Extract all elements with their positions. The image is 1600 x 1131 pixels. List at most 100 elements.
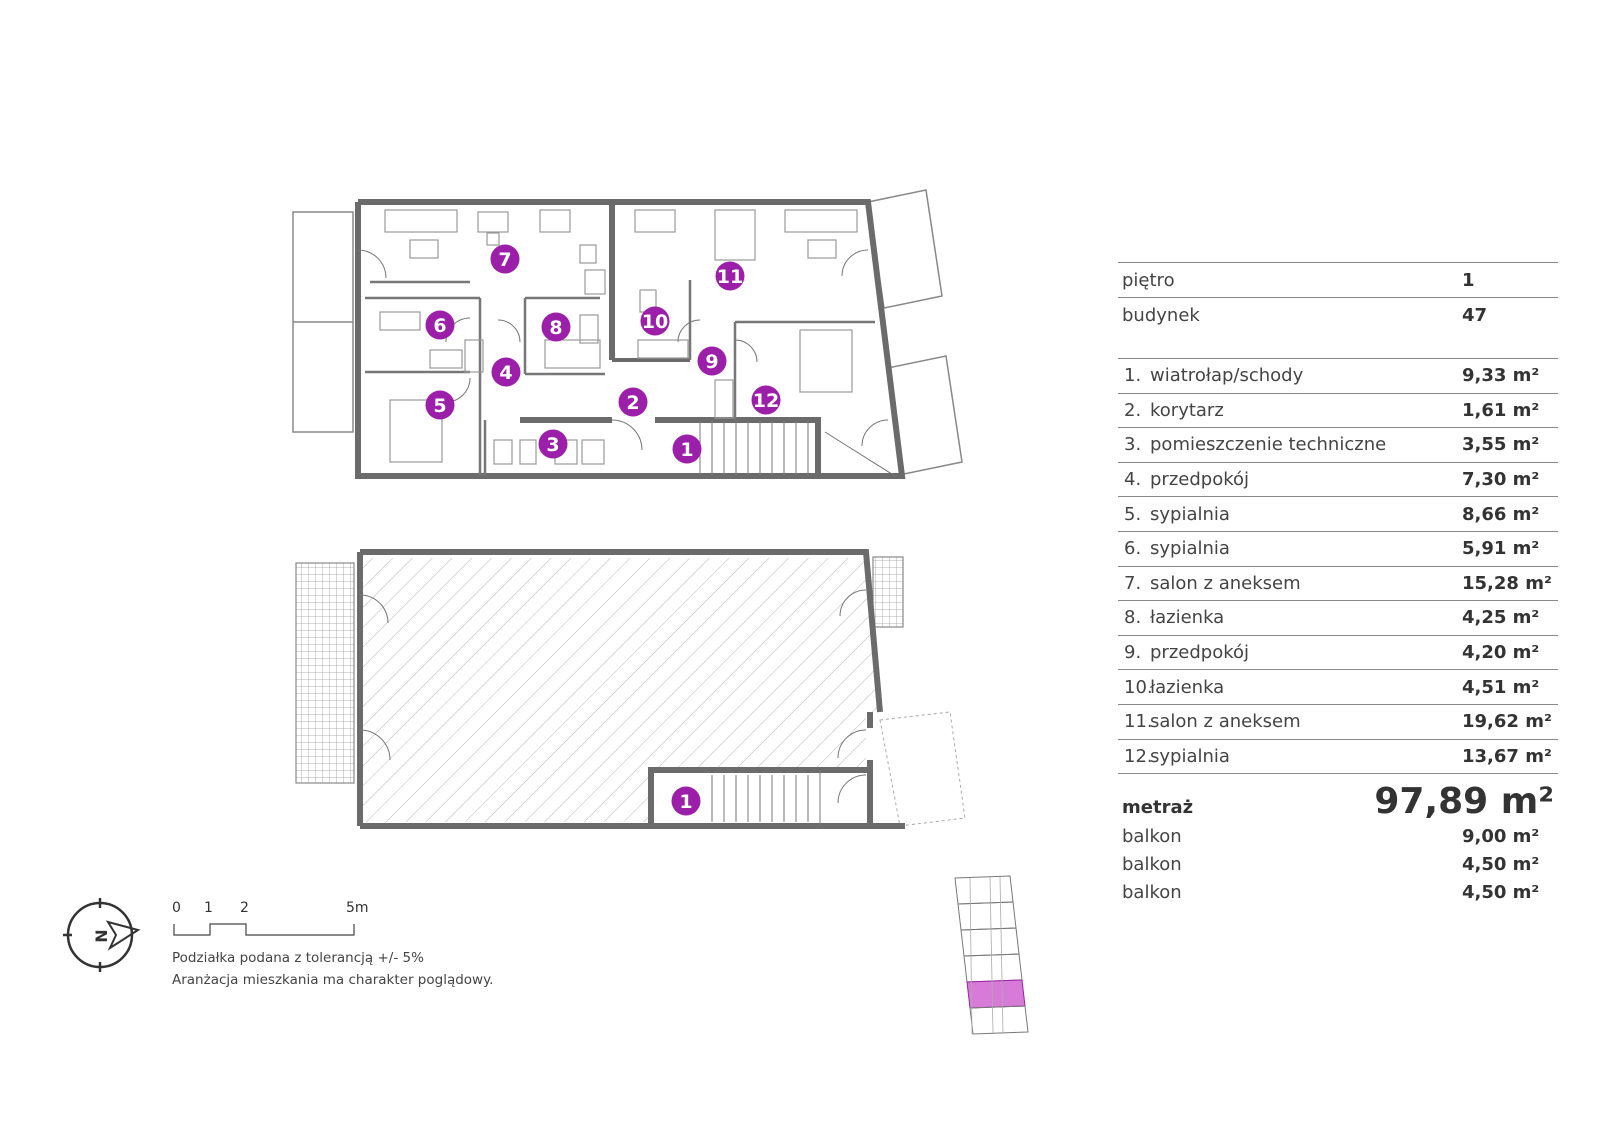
room-area: 4,25 m² [1462,607,1540,629]
room-badge: 5 [425,390,455,420]
lower-left-terrace [295,562,355,784]
scale-tick-0: 0 [172,900,181,916]
room-number: 7. [1124,572,1142,594]
room-label: łazienka [1150,607,1225,629]
floor-label: piętro [1122,269,1175,291]
room-name: 9.przedpokój [1118,642,1249,663]
scale-tick-5m: 5m [346,900,369,916]
room-row: 5. sypialnia 8,66 m² [1118,497,1558,532]
room-area: 8,66 m² [1462,503,1540,525]
room-badge-label: 6 [433,315,446,337]
room-number: 10. [1124,676,1153,698]
divider [1118,332,1558,359]
lower-floor-plan [295,549,966,829]
room-label: korytarz [1150,399,1224,421]
room-label: salon z aneksem [1150,711,1301,733]
room-badge-label: 7 [498,249,511,271]
room-name: 4. przedpokój [1118,469,1249,490]
total-area-label: metraż [1122,797,1194,819]
room-badge-label: 9 [705,351,718,373]
room-badge: 7 [490,244,520,274]
room-number: 3. [1124,434,1142,456]
room-badges: 7 6 8 10 11 4 9 5 2 12 3 1 1 [425,244,781,816]
room-label: wiatrołap/schody [1150,365,1304,387]
building-label: budynek [1122,304,1200,326]
room-area: 5,91 m² [1462,538,1540,560]
room-name: 11.salon z aneksem [1118,711,1301,732]
room-name: 12.sypialnia [1118,746,1230,767]
room-row: 8. łazienka 4,25 m² [1118,601,1558,636]
room-label: przedpokój [1150,469,1250,491]
scale-bar: 0 1 2 5m [172,900,369,936]
room-label: pomieszczenie techniczne [1150,434,1387,456]
building-value: 47 [1462,304,1488,326]
room-name: 8. łazienka [1118,607,1224,628]
room-badge: 2 [618,387,648,417]
room-badge-label: 1 [679,791,692,813]
balcony-label: balkon [1122,853,1182,875]
room-label: sypialnia [1150,745,1230,767]
room-number: 4. [1124,469,1142,491]
room-badge-label: 1 [680,439,693,461]
room-number: 12. [1124,745,1153,767]
room-badge-label: 3 [546,434,559,456]
room-badge: 12 [751,385,781,415]
room-number: 11. [1124,711,1153,733]
room-name: 6. sypialnia [1118,538,1230,559]
balcony-list: balkon 9,00 m² balkon 4,50 m² balkon 4,50 m² [1118,822,1558,906]
total-area-row: metraż 97,89 m² [1118,781,1558,823]
balcony-area: 4,50 m² [1462,881,1540,903]
room-badge-label: 10 [642,311,668,333]
key-plan [954,875,1029,1035]
room-badge: 1 [671,786,701,816]
room-name: 10.łazienka [1118,677,1224,698]
room-row: 12.sypialnia 13,67 m² [1118,740,1558,775]
room-label: łazienka [1150,676,1225,698]
room-area: 1,61 m² [1462,399,1540,421]
room-area: 7,30 m² [1462,469,1540,491]
balcony-row: balkon 9,00 m² [1118,822,1558,850]
room-label: sypialnia [1150,503,1230,525]
room-badge-label: 12 [753,390,779,412]
room-badge: 3 [538,429,568,459]
room-row: 7. salon z aneksem 15,28 m² [1118,567,1558,602]
room-area: 3,55 m² [1462,434,1540,456]
room-badge: 10 [640,306,670,336]
tolerance-note: Podziałka podana z tolerancją +/- 5% [172,950,424,966]
balcony-label: balkon [1122,825,1182,847]
lower-hatched-area [360,558,878,822]
room-badge: 4 [491,357,521,387]
balcony-area: 4,50 m² [1462,853,1540,875]
room-number: 1. [1124,365,1142,387]
room-badge: 11 [715,261,745,291]
room-number: 6. [1124,538,1142,560]
room-badge-label: 5 [433,395,446,417]
room-number: 5. [1124,503,1142,525]
balcony-area: 9,00 m² [1462,825,1540,847]
room-badge: 9 [697,346,727,376]
upper-floor-plan [292,189,963,479]
room-area: 15,28 m² [1462,572,1552,594]
room-badge-label: 4 [499,362,512,384]
balcony-label: balkon [1122,881,1182,903]
room-name: 2.korytarz [1118,400,1224,421]
room-label: salon z aneksem [1150,572,1301,594]
room-area: 13,67 m² [1462,745,1552,767]
room-label: sypialnia [1150,538,1230,560]
room-badge: 8 [541,312,571,342]
room-badge-label: 8 [549,317,562,339]
room-name: 1. wiatrołap/schody [1118,365,1303,386]
room-row: 3. pomieszczenie techniczne 3,55 m² [1118,428,1558,463]
room-row: 6. sypialnia 5,91 m² [1118,532,1558,567]
room-area: 19,62 m² [1462,711,1552,733]
total-area-value: 97,89 m² [1374,781,1554,823]
scale-tick-1: 1 [204,900,213,916]
room-name: 3. pomieszczenie techniczne [1118,434,1386,455]
room-badge-label: 2 [626,392,639,414]
room-number: 8. [1124,607,1142,629]
